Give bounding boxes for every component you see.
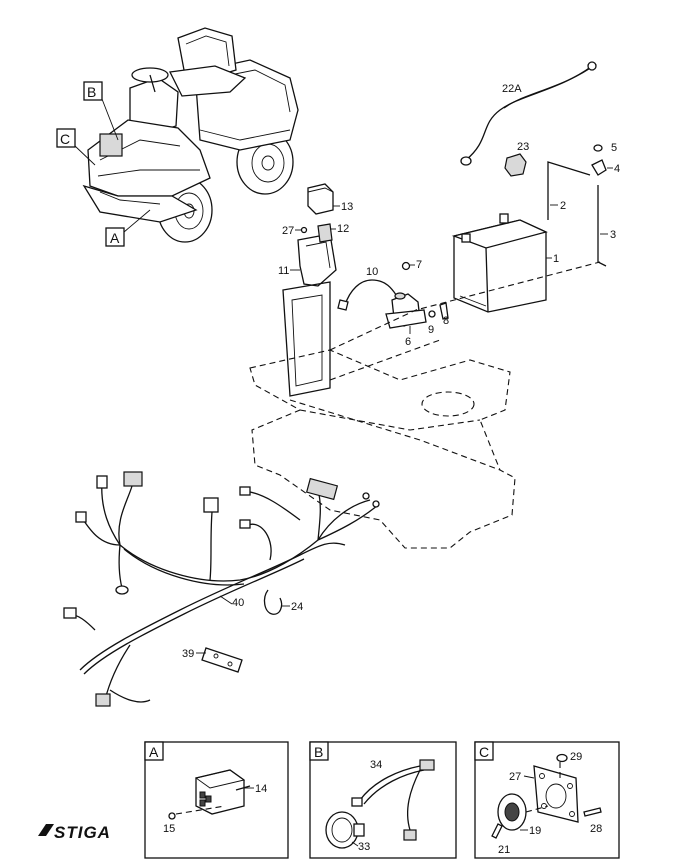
view-indicator-a: A <box>105 209 151 247</box>
tractor-illustration <box>82 27 299 243</box>
callout-1: 1 <box>553 253 559 265</box>
callout-9: 9 <box>428 324 434 336</box>
detail-c-callout-28: 28 <box>590 823 602 835</box>
callout-24: 24 <box>291 601 303 613</box>
callout-11: 11 <box>278 265 289 277</box>
view-label-c: C <box>60 131 70 147</box>
callout-22a: 22A <box>502 83 522 95</box>
callout-10: 10 <box>366 266 378 278</box>
terminal-cover-23 <box>504 153 527 177</box>
callout-27: 27 <box>282 225 294 237</box>
detail-b-callout-33: 33 <box>358 841 370 853</box>
detail-b-callout-34: 34 <box>370 759 382 771</box>
detail-c-callout-29: 29 <box>570 751 582 763</box>
detail-box-b: B <box>309 741 457 859</box>
view-indicator-c: C <box>56 128 96 166</box>
bracket-39 <box>201 647 243 673</box>
battery-1 <box>451 213 548 313</box>
callout-39: 39 <box>182 648 194 660</box>
detail-c-callout-19: 19 <box>529 825 541 837</box>
detail-a-title: A <box>149 744 159 760</box>
rod-3 <box>597 185 607 267</box>
stiga-logo: STIGA <box>38 823 111 842</box>
callout-13: 13 <box>341 201 353 213</box>
callout-2: 2 <box>560 200 566 212</box>
cable-10 <box>337 279 401 311</box>
wiring-harness-40 <box>63 471 380 707</box>
view-label-b: B <box>87 84 96 100</box>
callout-12: 12 <box>337 223 349 235</box>
callout-8: 8 <box>443 315 449 327</box>
detail-a-callout-14: 14 <box>255 783 267 795</box>
cover-13 <box>307 183 334 215</box>
callout-23: 23 <box>517 141 529 153</box>
detail-c-callout-27: 27 <box>509 771 521 783</box>
strap-24 <box>263 589 283 615</box>
callout-5: 5 <box>611 142 617 154</box>
callout-3: 3 <box>610 229 616 241</box>
relay-bracket-11 <box>297 223 337 287</box>
detail-a-callout-15: 15 <box>163 823 175 835</box>
callout-4: 4 <box>614 163 620 175</box>
chassis-frame <box>249 261 601 549</box>
rod-2 <box>547 161 591 220</box>
detail-box-a: A <box>144 741 289 859</box>
detail-c-title: C <box>479 744 489 760</box>
callout-7: 7 <box>416 259 422 271</box>
callout-6: 6 <box>405 336 411 348</box>
mounting-plate <box>282 281 331 397</box>
callout-40: 40 <box>232 597 244 609</box>
detail-box-c: C <box>474 741 620 859</box>
detail-b-title: B <box>314 744 323 760</box>
detail-c-callout-21: 21 <box>498 844 510 856</box>
logo-text: STIGA <box>54 823 111 842</box>
view-label-a: A <box>110 230 120 246</box>
battery-cable-22a <box>460 61 597 166</box>
view-indicator-b: B <box>83 81 119 141</box>
solenoid-6 <box>385 292 427 329</box>
